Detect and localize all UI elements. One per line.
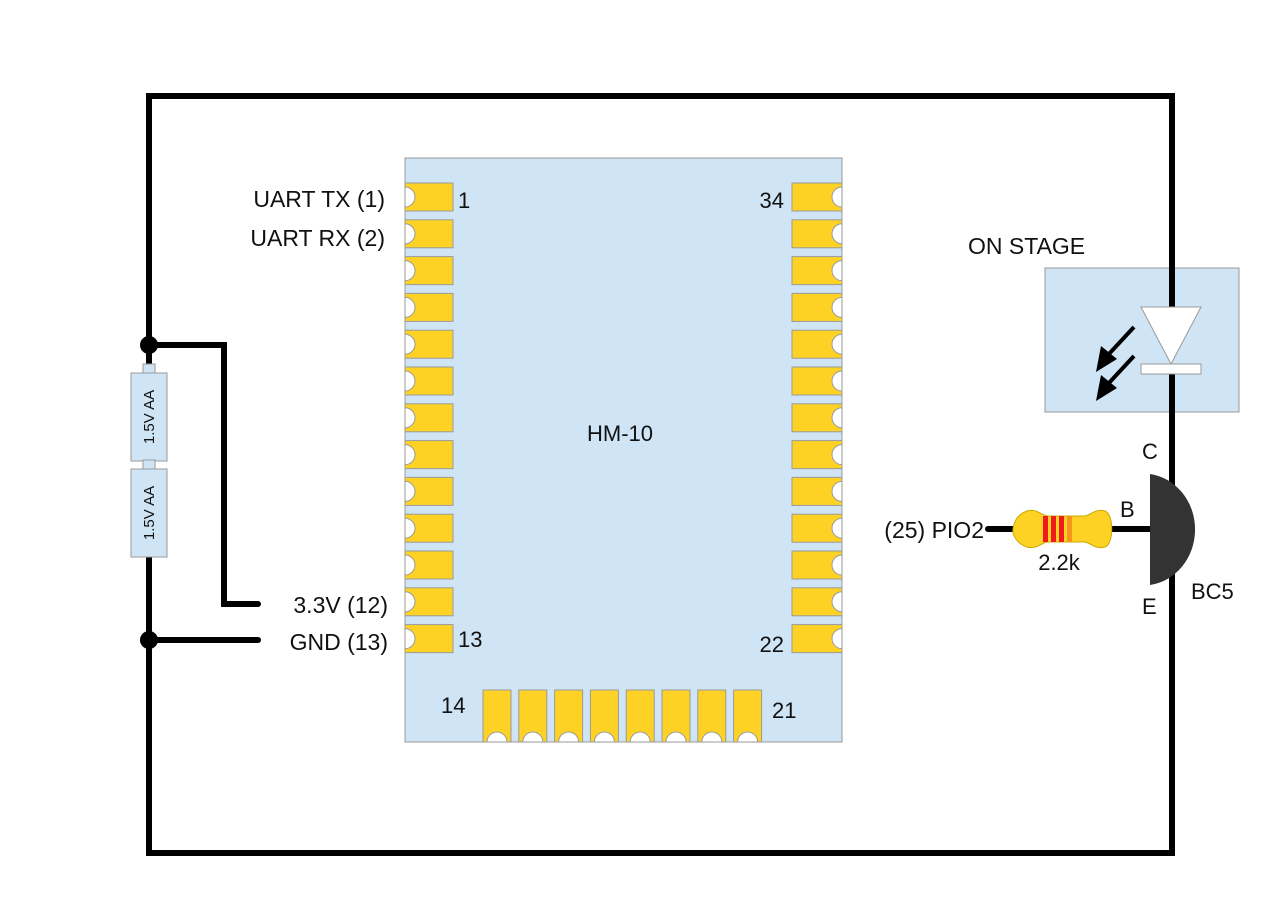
transistor-base-label: B	[1120, 497, 1135, 522]
pin-pad-right	[791, 292, 843, 322]
pin-number-34: 34	[760, 188, 784, 213]
transistor-body	[1150, 474, 1196, 585]
pin-pad-right	[791, 476, 843, 506]
resistor-band	[1043, 516, 1048, 542]
pin-pad-bottom	[482, 689, 512, 743]
pin-number-13: 13	[458, 627, 482, 652]
pin-pad-right	[791, 219, 843, 249]
resistor-band	[1059, 516, 1064, 542]
pin-pad-bottom	[518, 689, 548, 743]
left-pin-pads	[404, 182, 454, 654]
pin-pad-right	[791, 513, 843, 543]
pin-pad-bottom	[589, 689, 619, 743]
label-vcc-3v3: 3.3V (12)	[293, 592, 388, 618]
pin-pad-left	[404, 513, 454, 543]
pin-pad-left	[404, 403, 454, 433]
pin-pad-bottom	[554, 689, 584, 743]
pin-pad-bottom	[697, 689, 727, 743]
pin-pad-left	[404, 624, 454, 654]
resistor-value: 2.2k	[1038, 550, 1081, 575]
transistor-collector-label: C	[1142, 439, 1158, 464]
hm10-module-body	[404, 157, 843, 743]
battery-2: 1.5V AA	[130, 459, 168, 558]
battery-2-label: 1.5V AA	[141, 486, 158, 540]
hm10-module-name: HM-10	[587, 421, 653, 446]
pin-pad-right	[791, 329, 843, 359]
pin-number-22: 22	[760, 632, 784, 657]
pin-pad-right	[791, 182, 843, 212]
pin-pad-left	[404, 329, 454, 359]
pin-pad-right	[791, 440, 843, 470]
transistor-part-label: BC5	[1191, 579, 1234, 604]
bottom-pin-pads	[482, 689, 763, 743]
pin-pad-left	[404, 587, 454, 617]
led-label: ON STAGE	[968, 233, 1085, 259]
pin-pad-bottom	[733, 689, 763, 743]
battery-1-label: 1.5V AA	[141, 390, 158, 444]
pin-pad-left	[404, 182, 454, 212]
pin-pad-left	[404, 219, 454, 249]
pin-number-1: 1	[458, 188, 470, 213]
pin-pad-right	[791, 366, 843, 396]
pin-pad-right	[791, 256, 843, 286]
pin-pad-left	[404, 476, 454, 506]
pin-number-21: 21	[772, 698, 796, 723]
junction-dot-top	[140, 336, 158, 354]
label-pio2: (25) PIO2	[884, 517, 984, 543]
pin-pad-left	[404, 550, 454, 580]
led-panel	[1044, 267, 1240, 413]
pin-pad-left	[404, 366, 454, 396]
battery-1: 1.5V AA	[130, 363, 168, 462]
pin-pad-right	[791, 624, 843, 654]
label-uart-tx: UART TX (1)	[253, 186, 385, 212]
label-gnd: GND (13)	[290, 629, 388, 655]
pin-pad-right	[791, 403, 843, 433]
pin-pad-left	[404, 292, 454, 322]
junction-dot-bottom	[140, 631, 158, 649]
resistor-band	[1067, 516, 1072, 542]
led-icon	[1140, 306, 1202, 375]
pin-pad-bottom	[625, 689, 655, 743]
pin-pad-left	[404, 256, 454, 286]
pin-pad-right	[791, 587, 843, 617]
pin-number-14: 14	[441, 693, 465, 718]
resistor	[1012, 509, 1113, 549]
pin-pad-left	[404, 440, 454, 470]
pin-pad-right	[791, 550, 843, 580]
transistor-emitter-label: E	[1142, 594, 1157, 619]
wire-vcc	[146, 342, 261, 607]
label-uart-rx: UART RX (2)	[250, 225, 385, 251]
pin-pad-bottom	[661, 689, 691, 743]
light-emission-arrows-icon	[1096, 325, 1136, 401]
right-pin-pads	[791, 182, 843, 654]
resistor-band	[1051, 516, 1056, 542]
